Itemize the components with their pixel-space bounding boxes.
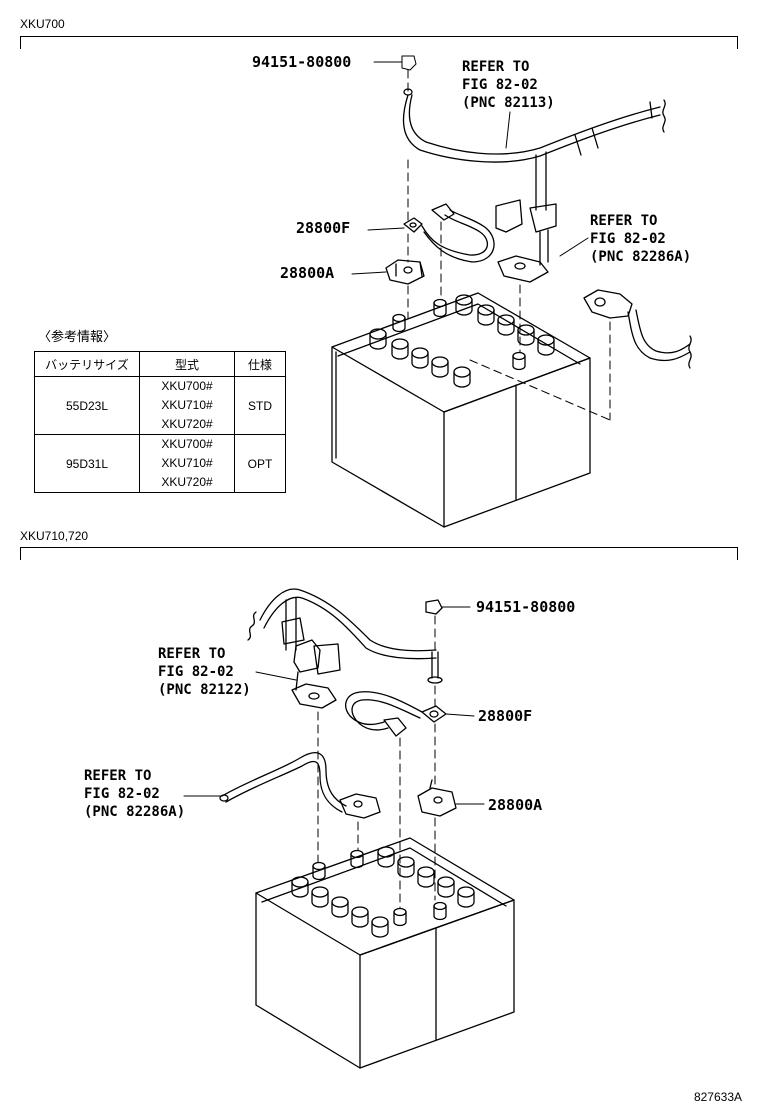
- top-part-28800f: 28800F: [296, 219, 351, 237]
- section-label-bottom: XKU710,720: [20, 529, 89, 543]
- reference-table: バッテリサイズ 型式 仕様 55D23L XKU700# XKU710# XKU…: [34, 351, 286, 493]
- model-code: XKU710#: [161, 456, 213, 470]
- section-bracket-top: [20, 36, 738, 49]
- top-battery: [331, 292, 591, 528]
- model-code: XKU720#: [161, 475, 213, 489]
- model-cell: XKU700# XKU710# XKU720#: [139, 434, 235, 493]
- bottom-part-28800f: 28800F: [478, 707, 533, 725]
- top-refer-right: REFER TO FIG 82-02 (PNC 82286A): [590, 213, 692, 265]
- bottom-negative-cable: [345, 691, 447, 737]
- model-code: XKU700#: [161, 437, 213, 451]
- top-main-harness: [402, 88, 666, 283]
- model-cell: XKU700# XKU710# XKU720#: [139, 376, 235, 435]
- bottom-battery-cells: [291, 846, 475, 938]
- bottom-guide-lines: [317, 615, 436, 909]
- section-label-top: XKU700: [20, 17, 65, 31]
- spec-cell: STD: [234, 376, 286, 435]
- header-battery-size: バッテリサイズ: [34, 351, 140, 377]
- reference-title: 〈参考情報〉: [38, 330, 117, 345]
- bottom-part-28800a: 28800A: [488, 796, 543, 814]
- top-right-cable: [583, 289, 692, 369]
- bottom-terminal-clamp: [417, 779, 457, 817]
- table-row: 95D31L XKU700# XKU710# XKU720# OPT: [34, 434, 286, 493]
- top-battery-cells: [369, 294, 555, 388]
- table-row: 55D23L XKU700# XKU710# XKU720# STD: [34, 376, 286, 435]
- battery-size-cell: 95D31L: [34, 434, 140, 493]
- top-terminal-clamp: [385, 259, 425, 285]
- bottom-nut-bolt: [425, 599, 443, 684]
- bottom-nut-part-number: 94151-80800: [476, 598, 576, 616]
- battery-size-cell: 55D23L: [34, 376, 140, 435]
- figure-id: 827633A: [693, 1090, 742, 1104]
- top-guide-lines: [407, 69, 611, 421]
- top-refer-main: REFER TO FIG 82-02 (PNC 82113): [462, 59, 555, 111]
- model-code: XKU700#: [161, 379, 213, 393]
- reference-header-row: バッテリサイズ 型式 仕様: [34, 351, 286, 377]
- header-model: 型式: [139, 351, 235, 377]
- model-code: XKU720#: [161, 417, 213, 431]
- bottom-battery: [255, 837, 515, 1069]
- top-nut-part-number: 94151-80800: [252, 53, 352, 71]
- section-bracket-bottom: [20, 547, 738, 560]
- top-negative-cable: [403, 203, 495, 263]
- top-battery-terminals: [392, 298, 526, 371]
- model-code: XKU710#: [161, 398, 213, 412]
- top-leader-lines: [351, 55, 589, 275]
- bottom-refer-lower: REFER TO FIG 82-02 (PNC 82286A): [84, 768, 186, 820]
- header-spec: 仕様: [234, 351, 286, 377]
- top-part-28800a: 28800A: [280, 264, 335, 282]
- bottom-upper-harness: [247, 588, 437, 709]
- bottom-leader-lines: [183, 606, 485, 805]
- bottom-positive-cable: [219, 752, 381, 819]
- spec-cell: OPT: [234, 434, 286, 493]
- bottom-refer-upper: REFER TO FIG 82-02 (PNC 82122): [158, 646, 251, 698]
